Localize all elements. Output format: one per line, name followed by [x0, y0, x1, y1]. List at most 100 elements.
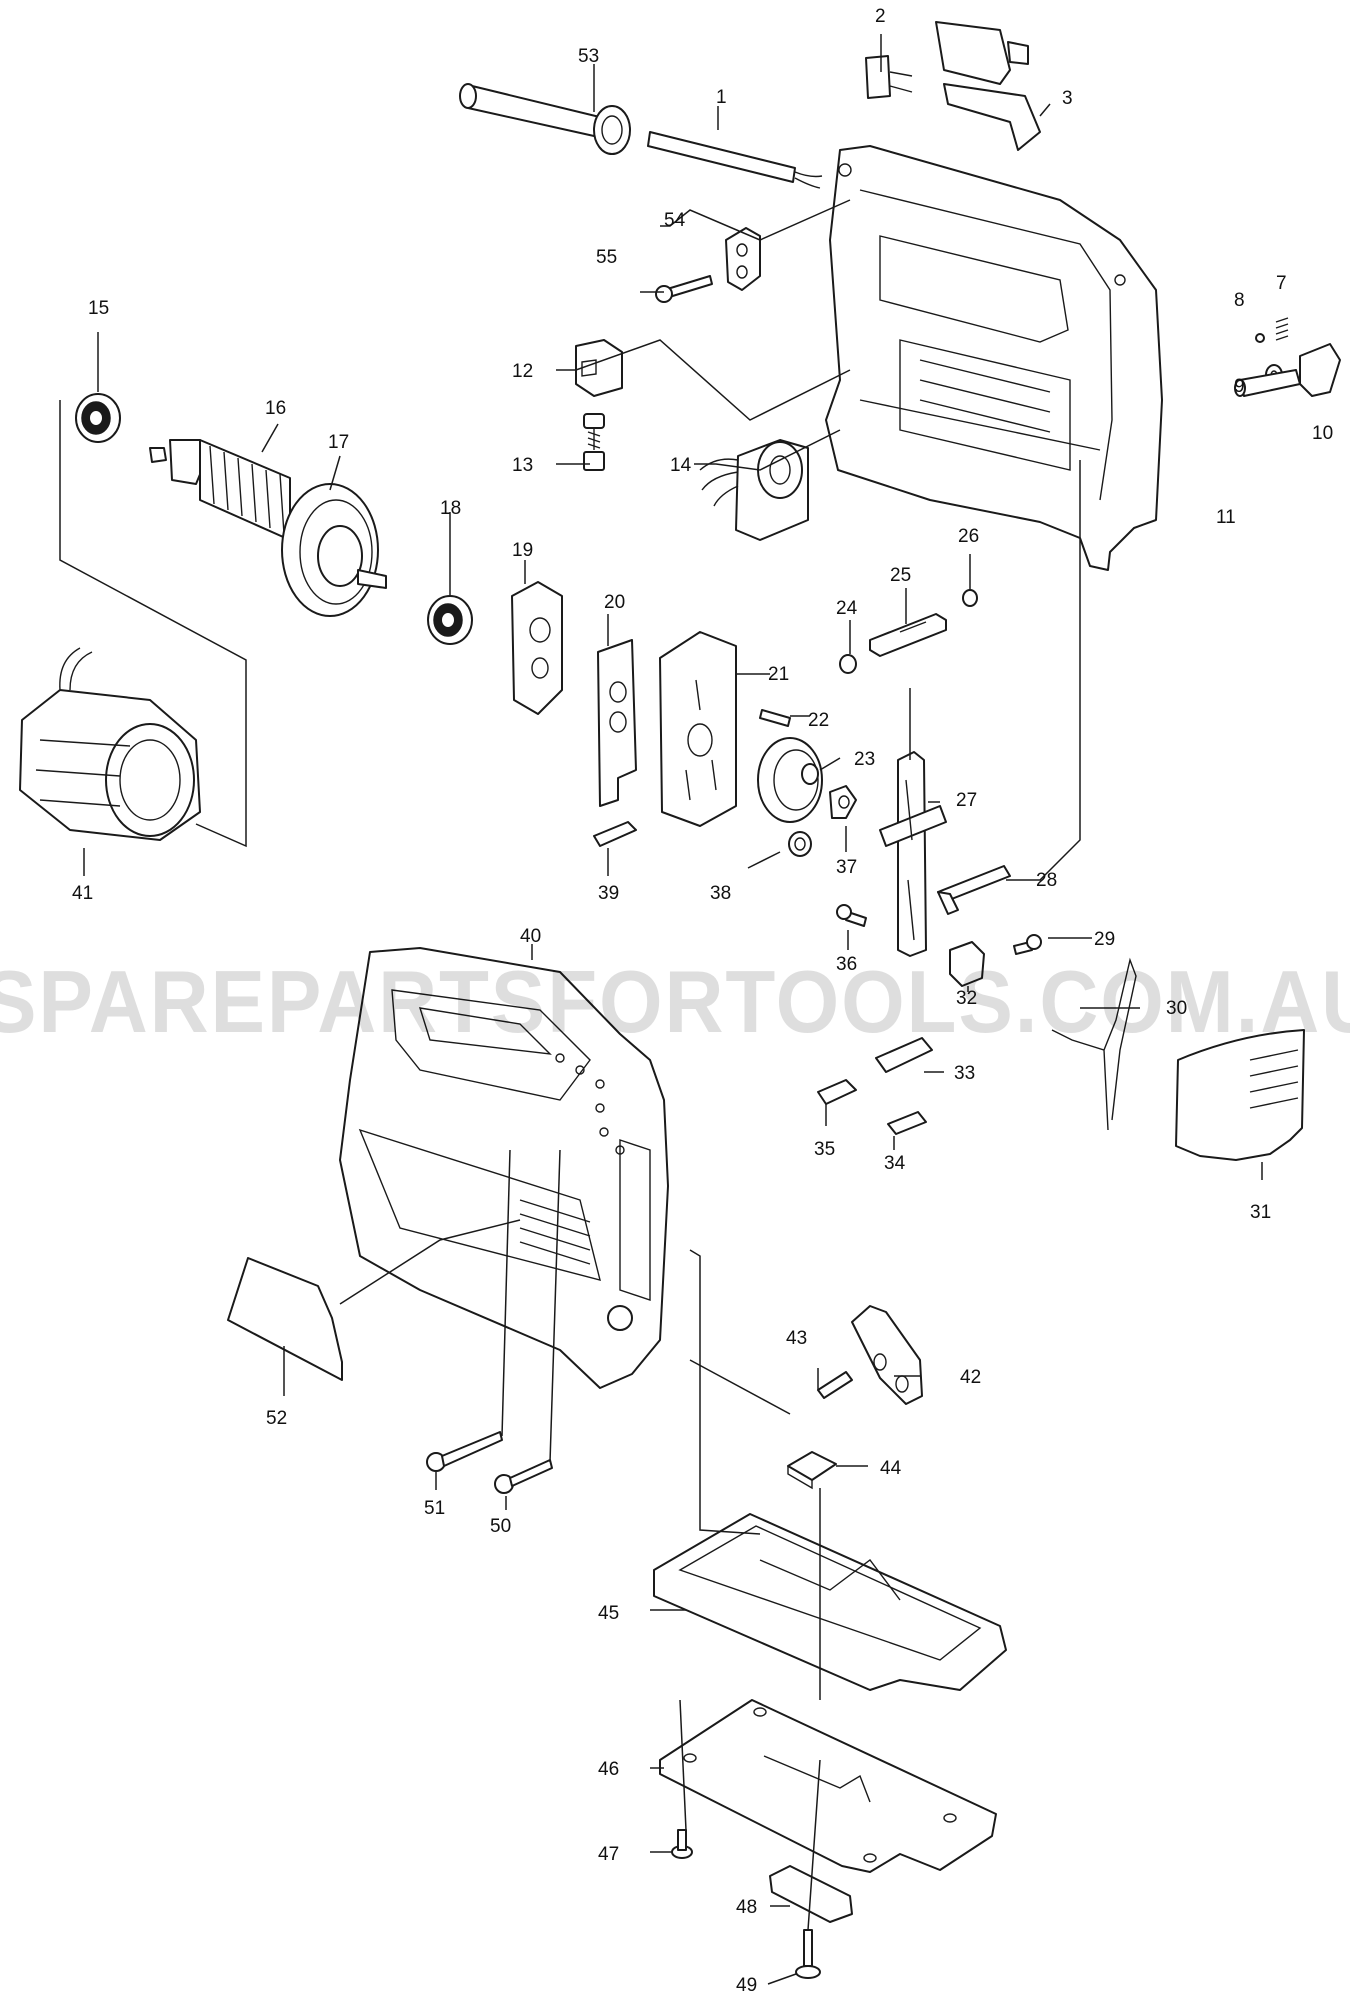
- part-17-drawing: [281, 483, 387, 617]
- part-label-19: 19: [512, 540, 533, 561]
- part-label-45: 45: [598, 1603, 619, 1624]
- part-44-drawing: [787, 1451, 837, 1490]
- part-3-drawing: [935, 21, 1041, 151]
- part-label-26: 26: [958, 526, 979, 547]
- part-label-42: 42: [960, 1367, 981, 1388]
- part-label-37: 37: [836, 857, 857, 878]
- part-label-18: 18: [440, 498, 461, 519]
- part-15-drawing: [75, 393, 121, 443]
- part-40-drawing: [339, 947, 669, 1389]
- part-49-drawing: [795, 1929, 821, 1979]
- part-52-drawing: [227, 1257, 343, 1381]
- part-label-39: 39: [598, 883, 619, 904]
- part-label-54: 54: [664, 210, 686, 231]
- part-7-drawing: [1275, 317, 1289, 341]
- part-label-23: 23: [854, 749, 875, 770]
- part-label-16: 16: [265, 398, 286, 419]
- part-label-14: 14: [670, 455, 692, 476]
- part-label-17: 17: [328, 432, 349, 453]
- part-12-drawing: [575, 339, 623, 397]
- part-label-53: 53: [578, 46, 599, 67]
- part-label-20: 20: [604, 592, 625, 613]
- part-label-33: 33: [954, 1063, 975, 1084]
- part-19-drawing: [511, 581, 563, 715]
- part-label-9: 9: [1234, 376, 1245, 397]
- part-label-51: 51: [424, 1498, 445, 1519]
- part-37-drawing: [829, 785, 857, 819]
- part-43-drawing: [817, 1371, 853, 1399]
- part-label-3: 3: [1062, 88, 1073, 109]
- part-20-drawing: [597, 639, 637, 807]
- part-label-50: 50: [490, 1516, 511, 1537]
- part-label-21: 21: [768, 664, 789, 685]
- part-number-labels: 1 2 3 7 8 9 10 11 12 13 14 15 16 17 18 1…: [72, 6, 1333, 1995]
- part-label-2: 2: [875, 6, 886, 27]
- part-label-47: 47: [598, 1844, 619, 1865]
- part-label-10: 10: [1312, 423, 1333, 444]
- part-26-drawing: [962, 589, 978, 607]
- part-14-drawing: [699, 439, 809, 541]
- part-label-52: 52: [266, 1408, 287, 1429]
- part-55-drawing: [655, 275, 713, 303]
- part-label-8: 8: [1234, 290, 1245, 311]
- part-41-drawing: [19, 647, 201, 841]
- part-51-drawing: [426, 1431, 503, 1472]
- part-33-drawing: [875, 1037, 933, 1073]
- part-label-44: 44: [880, 1458, 902, 1479]
- part-label-24: 24: [836, 598, 858, 619]
- part-50-drawing: [494, 1459, 553, 1494]
- part-label-46: 46: [598, 1759, 619, 1780]
- part-label-12: 12: [512, 361, 533, 382]
- part-23-drawing: [757, 737, 823, 823]
- part-21-drawing: [659, 631, 737, 827]
- part-label-22: 22: [808, 710, 829, 731]
- part-label-30: 30: [1166, 998, 1187, 1019]
- part-27-drawing: [879, 751, 947, 957]
- part-46-drawing: [659, 1699, 997, 1873]
- part-8-drawing: [1255, 333, 1265, 343]
- part-2-drawing: [865, 55, 913, 99]
- part-label-38: 38: [710, 883, 731, 904]
- watermark-text: SPAREPARTSFORTOOLS.COM.AU: [0, 952, 1350, 1051]
- part-11-drawing: [825, 145, 1163, 571]
- part-31-drawing: [1175, 1029, 1305, 1161]
- part-32-drawing: [949, 941, 985, 987]
- part-label-27: 27: [956, 790, 977, 811]
- part-10-drawing: [1234, 343, 1341, 397]
- part-38-drawing: [788, 831, 812, 857]
- part-39-drawing: [593, 821, 637, 847]
- part-35-drawing: [817, 1079, 857, 1105]
- part-label-1: 1: [716, 87, 727, 108]
- part-label-28: 28: [1036, 870, 1057, 891]
- part-label-31: 31: [1250, 1202, 1271, 1223]
- part-label-13: 13: [512, 455, 533, 476]
- part-label-34: 34: [884, 1153, 906, 1174]
- part-label-41: 41: [72, 883, 93, 904]
- part-22-drawing: [759, 709, 791, 727]
- part-label-15: 15: [88, 298, 109, 319]
- part-label-36: 36: [836, 954, 857, 975]
- part-1-drawing: [647, 131, 823, 189]
- part-18-drawing: [427, 595, 473, 645]
- part-label-35: 35: [814, 1139, 835, 1160]
- part-label-25: 25: [890, 565, 911, 586]
- part-45-drawing: [653, 1513, 1007, 1691]
- part-24-drawing: [839, 654, 857, 674]
- part-16-drawing: [149, 439, 291, 541]
- part-47-drawing: [671, 1829, 693, 1859]
- part-54-drawing: [725, 227, 761, 291]
- part-34-drawing: [887, 1111, 927, 1135]
- part-label-55: 55: [596, 247, 617, 268]
- part-label-40: 40: [520, 926, 541, 947]
- part-29-drawing: [1013, 934, 1042, 955]
- part-label-49: 49: [736, 1975, 757, 1995]
- part-42-drawing: [851, 1305, 923, 1405]
- part-label-48: 48: [736, 1897, 757, 1918]
- part-53-drawing: [459, 83, 631, 155]
- part-label-7: 7: [1276, 273, 1287, 294]
- part-label-29: 29: [1094, 929, 1115, 950]
- part-25-drawing: [869, 613, 947, 657]
- part-label-43: 43: [786, 1328, 807, 1349]
- part-28-drawing: [937, 865, 1011, 915]
